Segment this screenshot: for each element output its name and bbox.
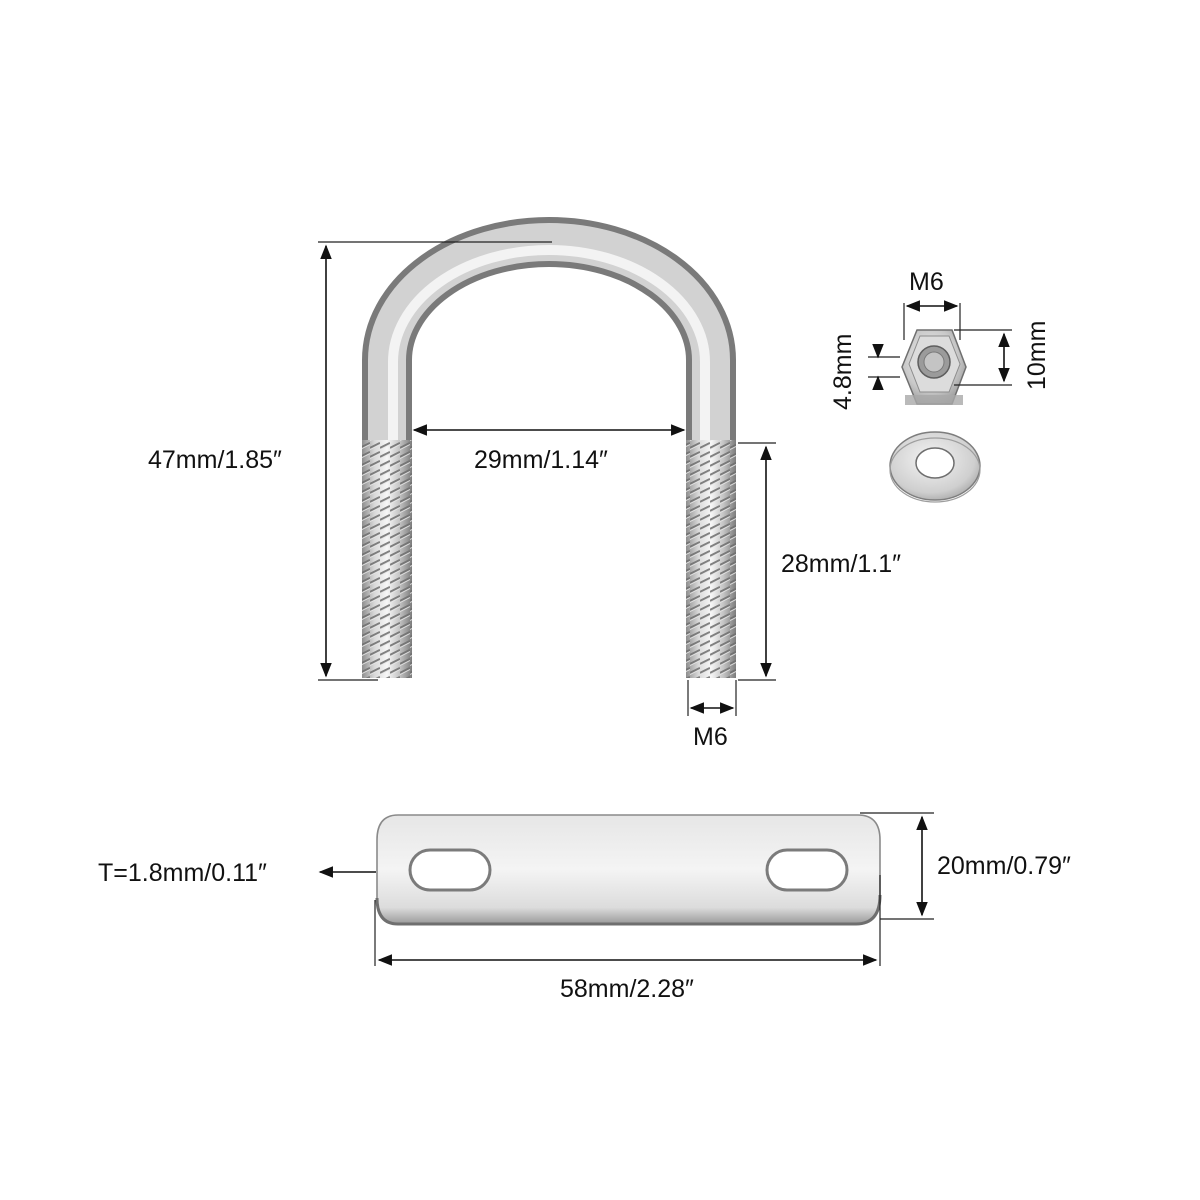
thread-length-label: 28mm/1.1″ xyxy=(781,550,901,578)
nut-thread-label: M6 xyxy=(909,268,944,296)
thread-length-dimension: 28mm/1.1″ xyxy=(738,442,901,681)
right-slot xyxy=(765,848,849,892)
plate-width-dimension: 20mm/0.79″ xyxy=(860,812,1071,920)
overall-height-dimension: 47mm/1.85″ xyxy=(148,241,552,681)
mounting-plate xyxy=(375,814,882,926)
nut-thickness-label: 4.8mm xyxy=(829,334,857,410)
plate-length-label: 58mm/2.28″ xyxy=(560,975,694,1003)
plate-length-dimension: 58mm/2.28″ xyxy=(374,875,881,1003)
left-thread-grooves xyxy=(362,440,412,678)
right-thread-grooves xyxy=(686,440,736,678)
flat-washer xyxy=(889,431,981,503)
nut-side xyxy=(905,395,963,405)
washer-edge xyxy=(889,437,981,503)
inner-width-label: 29mm/1.14″ xyxy=(474,446,608,474)
hex-nut xyxy=(901,329,967,405)
overall-height-label: 47mm/1.85″ xyxy=(148,446,282,474)
left-slot xyxy=(408,848,492,892)
plate-thickness-label: T=1.8mm/0.11″ xyxy=(98,859,267,887)
thread-size-dimension: M6 xyxy=(687,680,737,751)
nut-width-label: 10mm xyxy=(1023,321,1051,390)
nut-width-dimension: 10mm xyxy=(954,321,1051,390)
plate-width-label: 20mm/0.79″ xyxy=(937,852,1071,880)
plate-thickness-dimension: T=1.8mm/0.11″ xyxy=(98,859,376,887)
nut-thickness-dimension: 4.8mm xyxy=(829,334,900,410)
u-bolt-bend-shine xyxy=(388,245,710,440)
u-bolt-bend-highlight xyxy=(368,223,730,440)
thread-size-label: M6 xyxy=(693,723,728,751)
inner-width-dimension: 29mm/1.14″ xyxy=(412,424,686,474)
plate-edge xyxy=(375,894,882,926)
nut-thread-dimension: M6 xyxy=(903,268,961,340)
nut-hole-inner xyxy=(923,351,945,373)
washer-hole xyxy=(915,447,955,479)
